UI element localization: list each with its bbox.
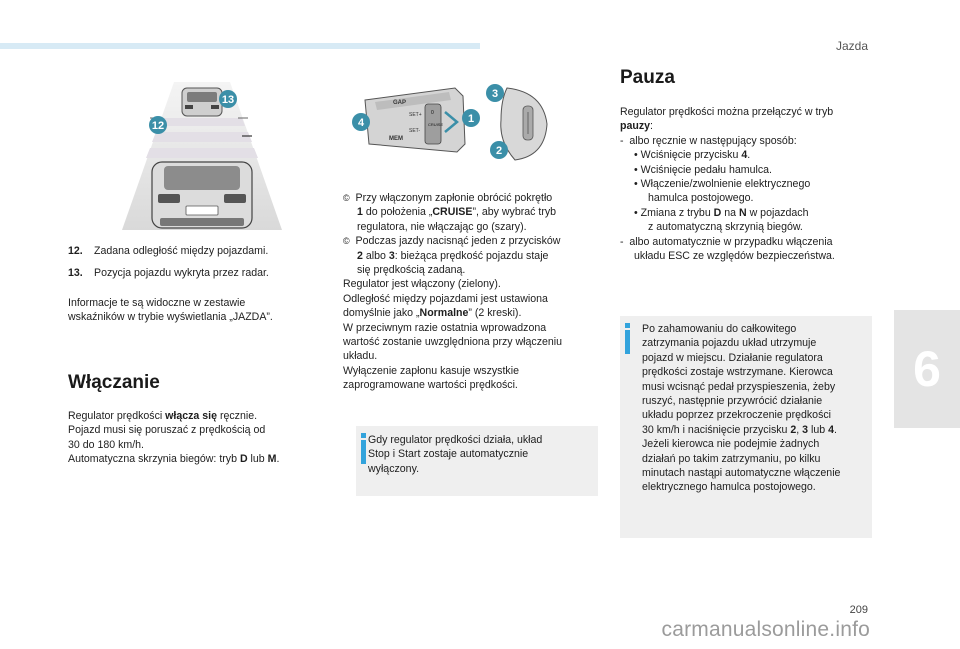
bullet-item: • Włączenie/zwolnienie elektrycznego [634,178,811,191]
text-line: zaprogramowane wartości prędkości. [343,379,518,392]
stalk-set-minus-label: SET- [409,128,420,134]
text-line: Regulator prędkości włącza się ręcznie. [68,410,258,422]
text-line: się prędkością zadaną. [357,264,466,277]
text-line: pojazd w miejscu. Działanie regulatora [642,351,823,364]
text-line: - albo automatycznie w przypadku włączen… [620,235,833,248]
bullet-item: • Zmiana z trybu D na N w pojazdach [634,206,809,219]
text-line: Gdy regulator prędkości działa, układ [368,434,543,446]
steering-stalk-side-illustration: 3 2 [485,82,557,164]
text-line: elektrycznego hamulca postojowego. [642,481,816,494]
text-line: 1 do położenia „CRUISE”, aby wybrać tryb [357,206,557,219]
step-2: © Podczas jazdy nacisnąć jeden z przycis… [343,235,561,248]
text-line: minutach nastąpi automatyczne włączenie [642,467,841,480]
text-line: 30 do 180 km/h. [68,438,144,451]
text-line: domyślnie jako „Normalne” (2 kreski). [343,307,522,320]
legend-number: 13. [68,267,83,279]
top-accent-bar [0,43,480,49]
stalk-off-label: 0 [431,110,434,116]
display-info-paragraph: Informacje te są widoczne w zestawie wsk… [68,296,318,325]
text-line: - albo ręcznie w następujący sposób: [620,134,797,147]
text-line: Regulator prędkości można przełączyć w t… [620,106,834,118]
legend-item-12: 12. Zadana odległość między pojazdami. [68,244,318,258]
activation-paragraph: Regulator prędkości włącza się ręcznie. … [68,409,318,467]
text-line: z automatyczną skrzynią biegów. [648,221,803,234]
text-line: wartość zostanie uwzględniona przy włącz… [343,336,563,349]
chapter-number: 6 [913,341,941,397]
text-line: Regulator jest włączony (zielony). [343,278,501,291]
page-number: 209 [849,604,868,616]
bullet-item: • Wciśnięcie przycisku 4. [634,149,751,162]
text-line: układu. [343,350,378,363]
pause-paragraph: Regulator prędkości można przełączyć w t… [620,105,882,263]
info-icon [625,323,630,357]
legend-number: 12. [68,245,83,257]
text-line: Jeżeli kierowca nie podejmie żadnych [642,438,820,451]
stalk-set-plus-label: SET+ [409,112,422,118]
text-line: Informacje te są widoczne w zestawie [68,297,246,309]
text-line: ruszyć, następnie przywrócić działanie [642,395,823,408]
text-line: Wyłączenie zapłonu kasuje wszystkie [343,364,519,377]
activation-steps: © Przy włączonym zapłonie obrócić pokręt… [343,191,605,393]
info-icon [361,433,366,467]
text-line: W przeciwnym razie ostatnia wprowadzona [343,321,547,334]
step-1: © Przy włączonym zapłonie obrócić pokręt… [343,192,553,204]
section-title: Jazda [835,39,868,53]
text-line: hamulca postojowego. [648,192,754,205]
text-line: Odległość między pojazdami jest ustawion… [343,292,548,305]
text-line: Automatyczna skrzynia biegów: tryb D lub… [68,453,280,466]
section-heading-wlaczanie: Włączanie [68,372,160,393]
bullet-item: • Wciśnięcie pedału hamulca. [634,163,772,176]
callout-13: 13 [222,94,234,106]
callout-12: 12 [152,120,164,132]
text-line: działań po takim zatrzymaniu, po kilku [642,452,821,465]
text-line: zatrzymania pojazdu układ utrzymuje [642,337,817,350]
callout-4: 4 [358,117,365,129]
legend-text: Pozycja pojazdu wykryta przez radar. [94,267,269,279]
callout-3: 3 [492,88,498,100]
stalk-gap-label: GAP [393,100,406,106]
text-line: układu ESC ze względów bezpieczeństwa. [634,250,835,263]
text-line: Stop i Start zostaje automatycznie [368,448,529,461]
text-line: pauzy: [620,120,653,133]
text-line: 2 albo 3: bieżąca prędkość pojazdu staje [357,249,549,262]
text-line: wyłączony. [368,462,420,475]
stop-start-info-box: Gdy regulator prędkości działa, układ St… [356,426,598,496]
text-line: 30 km/h i naciśnięcie przycisku 2, 3 lub… [642,423,837,436]
cruise-stalk-illustration: GAP MEM SET+ SET- CRUISE 0 4 1 [345,82,505,162]
text-line: musi wcisnąć pedał przyspieszenia, żeby [642,380,836,393]
text-line: Po zahamowaniu do całkowitego [642,323,797,335]
stalk-mem-label: MEM [389,136,403,142]
legend-item-13: 13. Pozycja pojazdu wykryta przez radar. [68,266,318,280]
radar-distance-illustration: 13 12 [112,78,292,236]
text-line: układu poprzez przekroczenie prędkości [642,409,832,422]
text-line: regulatora, nie włączając go (szary). [357,220,527,233]
text-line: prędkości zostaje wstrzymane. Kierowca [642,366,833,379]
section-heading-pauza: Pauza [620,67,675,88]
text-line: Pojazd musi się poruszać z prędkością od [68,424,266,437]
chapter-tab: 6 [894,310,960,428]
stalk-cruise-label: CRUISE [428,122,443,127]
text-line: wskaźników w trybie wyświetlania „JAZDA”… [68,311,273,324]
callout-2: 2 [496,145,502,157]
auto-hold-info-box: Po zahamowaniu do całkowitego zatrzymani… [620,316,872,538]
watermark: carmanualsonline.info [661,618,870,641]
legend-text: Zadana odległość między pojazdami. [94,245,269,257]
callout-1: 1 [468,113,474,125]
